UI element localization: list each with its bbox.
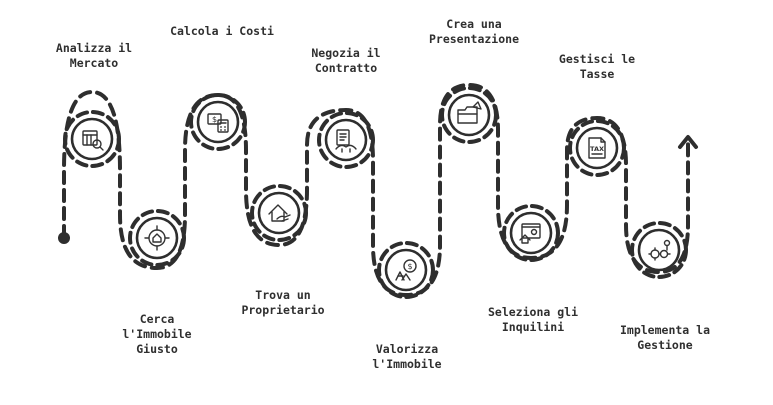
market-analysis-icon [82, 130, 104, 151]
svg-text:TAX: TAX [590, 145, 604, 153]
svg-text:$: $ [212, 115, 217, 124]
money-calculator-icon: $ [207, 113, 229, 133]
node-valorizza: $ [377, 241, 435, 299]
management-gears-icon [648, 239, 671, 261]
node-seleziona [502, 204, 560, 262]
svg-text:$: $ [407, 262, 412, 271]
presentation-folder-icon [457, 101, 482, 124]
node-trova [250, 184, 308, 242]
tenant-selection-icon [519, 223, 541, 244]
contract-negotiation-icon [335, 129, 357, 153]
value-growth-icon: $ [395, 259, 417, 281]
step-label-calcola: Calcola i Costi [170, 24, 274, 38]
node-cerca [128, 209, 186, 267]
target-house-icon [144, 225, 170, 251]
node-negozia [317, 111, 375, 169]
node-crea [440, 86, 498, 144]
house-handshake-icon [268, 204, 291, 222]
node-gestisci: TAX [568, 119, 626, 177]
tax-document-icon: TAX [588, 137, 606, 159]
node-calcola: $ [189, 93, 247, 151]
node-implementa [630, 221, 688, 279]
start-dot [58, 232, 70, 244]
node-analizza [63, 110, 121, 168]
end-arrow-icon [678, 135, 698, 149]
